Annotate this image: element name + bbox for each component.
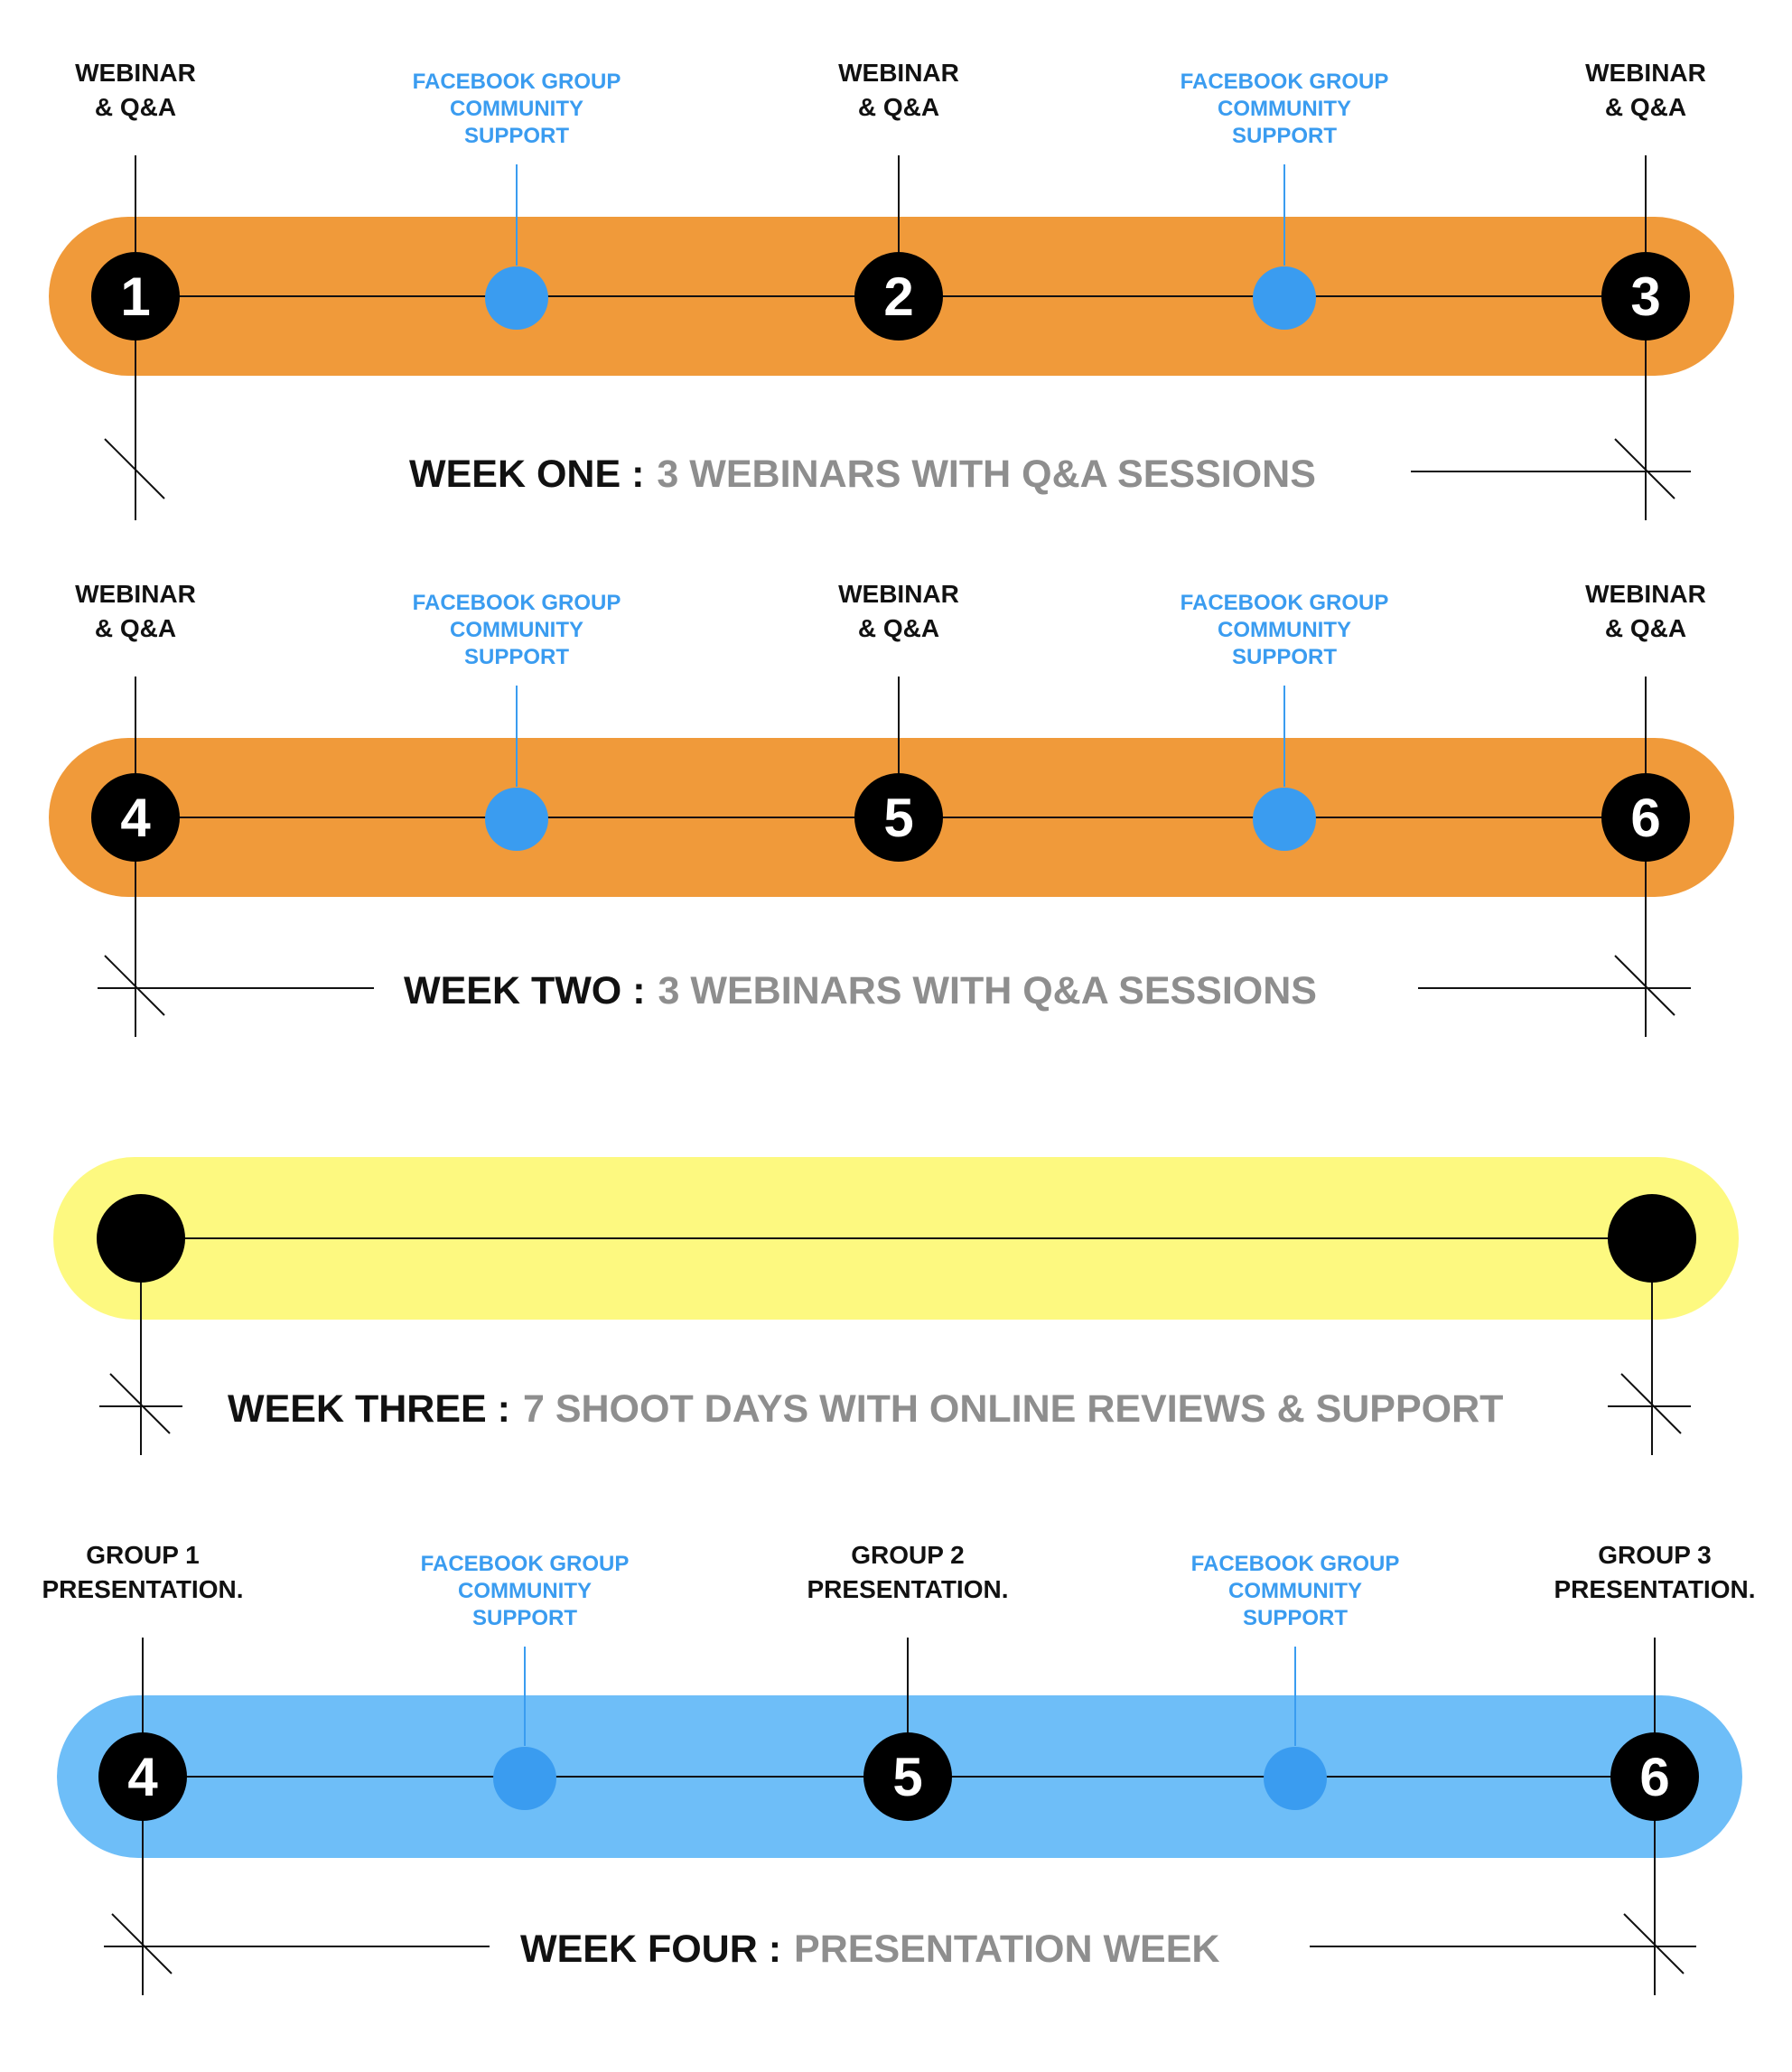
support-label-line: FACEBOOK GROUP — [1181, 70, 1389, 94]
support-label-line: FACEBOOK GROUP — [1181, 591, 1389, 615]
support-dot — [493, 1747, 556, 1810]
support-label-line: COMMUNITY — [450, 618, 583, 642]
milestone-number: 6 — [1630, 788, 1660, 848]
week-four-left-tick-mark — [111, 1913, 173, 1974]
support-label-line: SUPPORT — [1243, 1606, 1348, 1630]
week-two-caption: WEEK TWO : 3 WEBINARS WITH Q&A SESSIONS — [404, 969, 1317, 1013]
week-one-caption: WEEK ONE : 3 WEBINARS WITH Q&A SESSIONS — [409, 453, 1316, 496]
support-label-line: SUPPORT — [472, 1606, 577, 1630]
milestone-dot — [1601, 773, 1690, 862]
support-label-line: FACEBOOK GROUP — [1191, 1552, 1400, 1576]
week-three-left-tick-mark — [109, 1373, 171, 1434]
week-three-section: WEEK THREE : 7 SHOOT DAYS WITH ONLINE REV… — [53, 1157, 1739, 1455]
milestone-dot — [1601, 252, 1690, 341]
week-two-caption-detail: 3 WEBINARS WITH Q&A SESSIONS — [658, 969, 1317, 1013]
support-label-line: COMMUNITY — [1228, 1579, 1362, 1603]
week-four-section: 4 GROUP 1 PRESENTATION. FACEBOOK GROUP COMMU… — [42, 1541, 1756, 1995]
milestone-dot — [91, 773, 180, 862]
week-one-caption-title: WEEK ONE : — [409, 453, 644, 496]
support-dot — [1264, 1747, 1327, 1810]
milestone-label-line: & Q&A — [1605, 614, 1686, 642]
support-dot — [1253, 266, 1316, 330]
milestone-dot — [91, 252, 180, 341]
milestone-label-line: & Q&A — [1605, 93, 1686, 121]
support-label-line: SUPPORT — [1232, 124, 1337, 148]
milestone-dot — [98, 1732, 187, 1821]
milestone-label-line: WEBINAR — [75, 580, 196, 608]
milestone-label-line: & Q&A — [95, 614, 176, 642]
week-two-left-tick-mark — [104, 955, 165, 1016]
milestone-number: 4 — [120, 788, 151, 848]
milestone-dot — [863, 1732, 952, 1821]
support-label-line: FACEBOOK GROUP — [413, 70, 621, 94]
week-two-section: 4 WEBINAR & Q&A FACEBOOK GROUP COMMUNITY SUPP… — [49, 580, 1734, 1037]
milestone-label-line: WEBINAR — [838, 580, 959, 608]
week-one-section: 1 WEBINAR & Q&A FACEBOOK GROUP COMMUNITY SUPP… — [49, 59, 1734, 520]
week-two-caption-title: WEEK TWO : — [404, 969, 646, 1013]
milestone-label-line: & Q&A — [858, 614, 939, 642]
milestone-dot — [854, 252, 943, 341]
milestone-label-line: & Q&A — [858, 93, 939, 121]
milestone-number: 5 — [892, 1747, 922, 1807]
milestone-label-line: PRESENTATION. — [807, 1575, 1009, 1603]
milestone-dot — [1610, 1732, 1699, 1821]
milestone-label-line: WEBINAR — [75, 59, 196, 87]
support-dot — [1253, 788, 1316, 851]
support-label-line: COMMUNITY — [450, 97, 583, 121]
milestone-number: 6 — [1639, 1747, 1669, 1807]
support-label-line: SUPPORT — [1232, 645, 1337, 669]
support-label-line: COMMUNITY — [458, 1579, 592, 1603]
week-four-caption: WEEK FOUR : PRESENTATION WEEK — [520, 1927, 1219, 1971]
milestone-number: 5 — [883, 788, 913, 848]
week-one-caption-detail: 3 WEBINARS WITH Q&A SESSIONS — [657, 453, 1315, 496]
week-three-right-tick-mark — [1620, 1373, 1682, 1434]
milestone-number: 2 — [883, 266, 913, 327]
milestone-number: 3 — [1630, 266, 1660, 327]
week-two-right-tick-mark — [1614, 955, 1675, 1016]
milestone-label-line: WEBINAR — [1585, 580, 1706, 608]
support-label-line: COMMUNITY — [1218, 618, 1351, 642]
milestone-dot — [97, 1194, 185, 1283]
week-four-right-tick-mark — [1623, 1913, 1685, 1974]
support-dot — [485, 266, 548, 330]
support-label-line: FACEBOOK GROUP — [421, 1552, 630, 1576]
week-three-caption: WEEK THREE : 7 SHOOT DAYS WITH ONLINE REV… — [228, 1387, 1503, 1431]
support-label-line: SUPPORT — [464, 124, 569, 148]
milestone-label-line: WEBINAR — [838, 59, 959, 87]
support-label-line: FACEBOOK GROUP — [413, 591, 621, 615]
milestone-label-line: PRESENTATION. — [42, 1575, 244, 1603]
milestone-label-line: GROUP 3 — [1598, 1541, 1712, 1569]
milestone-number: 4 — [127, 1747, 158, 1807]
milestone-label-line: & Q&A — [95, 93, 176, 121]
milestone-label-line: GROUP 1 — [86, 1541, 200, 1569]
support-label-line: SUPPORT — [464, 645, 569, 669]
milestone-label-line: WEBINAR — [1585, 59, 1706, 87]
week-one-left-tick-mark — [104, 438, 165, 499]
milestone-dot — [854, 773, 943, 862]
support-dot — [485, 788, 548, 851]
week-four-caption-title: WEEK FOUR : — [520, 1927, 781, 1971]
week-three-caption-title: WEEK THREE : — [228, 1387, 510, 1431]
week-four-caption-detail: PRESENTATION WEEK — [794, 1927, 1219, 1971]
milestone-label-line: PRESENTATION. — [1554, 1575, 1756, 1603]
milestone-label-line: GROUP 2 — [851, 1541, 965, 1569]
milestone-number: 1 — [120, 266, 150, 327]
milestone-dot — [1608, 1194, 1696, 1283]
week-one-right-tick-mark — [1614, 438, 1675, 499]
week-three-caption-detail: 7 SHOOT DAYS WITH ONLINE REVIEWS & SUPPO… — [523, 1387, 1503, 1431]
support-label-line: COMMUNITY — [1218, 97, 1351, 121]
